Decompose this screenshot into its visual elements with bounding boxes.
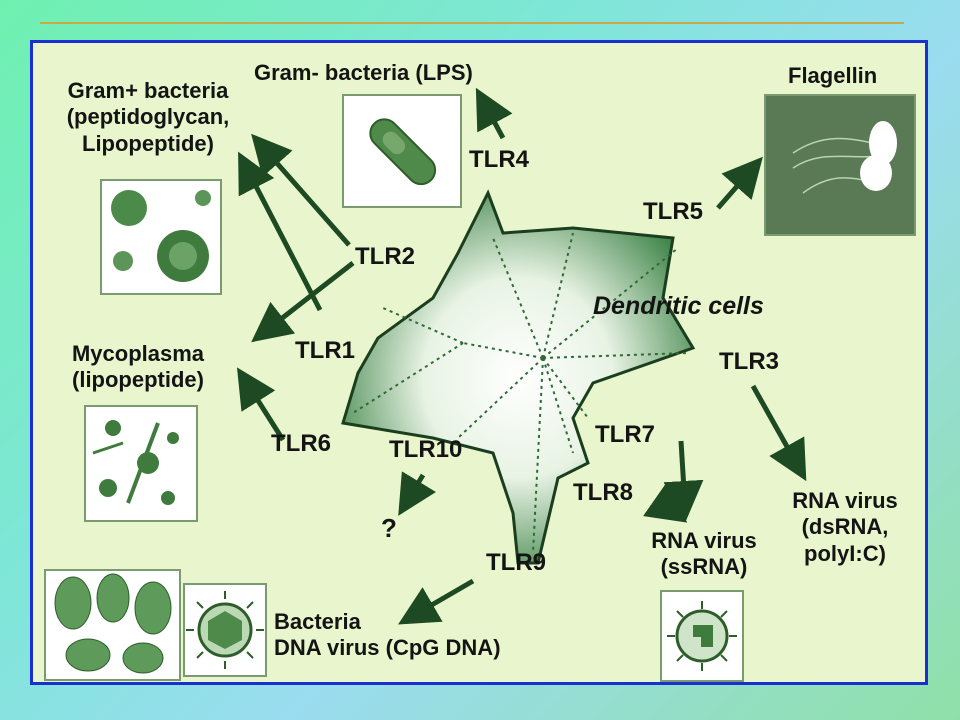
gram-pos-micrograph <box>100 179 222 295</box>
mycoplasma-label: Mycoplasma (lipopeptide) <box>71 341 205 393</box>
diagram-graphics <box>44 87 916 682</box>
tlr5-label: TLR5 <box>643 198 703 225</box>
tlr1-label: TLR1 <box>295 337 355 364</box>
dendritic-cell <box>341 189 696 565</box>
arrow-tlr10-unknown <box>398 471 437 516</box>
gram-neg-micrograph <box>342 94 462 208</box>
tlr4-label: TLR4 <box>469 146 529 173</box>
tlr7-label: TLR7 <box>595 421 655 448</box>
center-label: Dendritic cells <box>593 292 764 320</box>
gram-neg-label: Gram- bacteria (LPS) <box>254 60 473 85</box>
tlr3-label: TLR3 <box>719 348 779 375</box>
bacteria-micrograph <box>44 569 181 681</box>
mycoplasma-micrograph <box>84 405 198 522</box>
tlr-arrows <box>236 87 807 625</box>
arrow-tlr6-mycoplasma <box>236 367 286 442</box>
flagellin-label: Flagellin <box>788 63 878 88</box>
arrow-tlr1-grampos <box>238 151 323 312</box>
tlr6-label: TLR6 <box>271 430 331 457</box>
arrow-tlr7-ssrna <box>663 440 704 521</box>
gram-pos-label: Gram+ bacteria (peptidoglycan, Lipopepti… <box>66 78 230 156</box>
flagellin-micrograph <box>764 94 916 236</box>
ssrna-label: RNA virus (ssRNA) <box>651 528 757 580</box>
dsrna-label: RNA virus (dsRNA, polyI:C) <box>792 488 898 566</box>
tlr2-label: TLR2 <box>355 243 415 270</box>
arrow-tlr2-grampos <box>251 133 351 247</box>
unknown-ligand-label: ? <box>381 513 397 543</box>
tlr8-label: TLR8 <box>573 479 633 506</box>
diagram-frame: Dendritic cells Gram- bacteria (LPS) Gra… <box>30 40 928 685</box>
arrow-tlr5-flagellin <box>716 156 763 210</box>
arrow-tlr8-ssrna <box>643 483 688 523</box>
tlr10-label: TLR10 <box>389 436 463 463</box>
arrow-tlr4-gramneg <box>475 87 513 140</box>
arrow-tlr3-dsrna <box>750 384 807 482</box>
cpg-label: Bacteria DNA virus (CpG DNA) <box>274 609 501 661</box>
arrow-tlr9-cpg <box>398 578 475 625</box>
dna-virus-micrograph <box>183 583 267 677</box>
arrow-tlr2-mycoplasma <box>251 261 355 343</box>
rna-virus-micrograph <box>660 590 744 682</box>
tlr9-label: TLR9 <box>486 549 546 576</box>
title-rule <box>40 22 904 24</box>
